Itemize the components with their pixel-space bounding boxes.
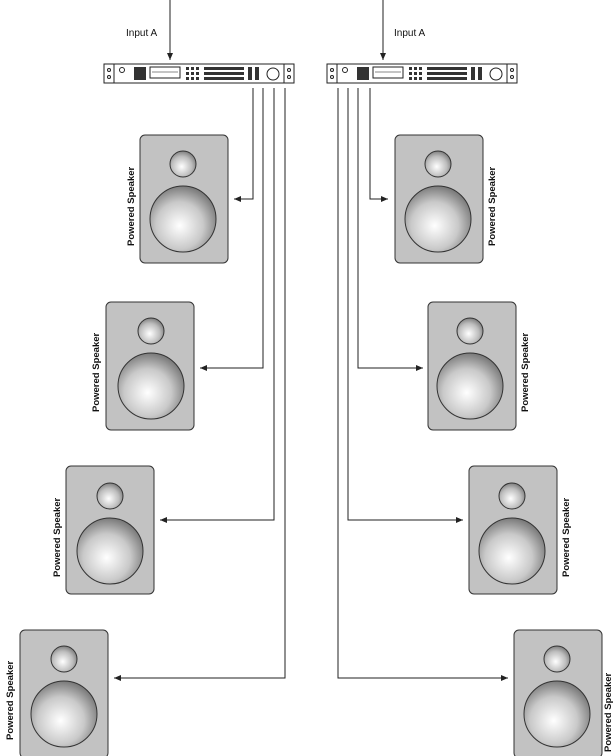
right-speaker-4: Powered Speaker [513, 629, 614, 756]
right-wire-3 [347, 88, 463, 523]
right-speaker-4-label: Powered Speaker [603, 672, 614, 752]
left-chain: Input A [5, 0, 295, 756]
left-speaker-1-label: Powered Speaker [126, 166, 137, 246]
left-input-label: Input A [126, 28, 157, 39]
left-wire-3 [160, 88, 275, 523]
left-speaker-4: Powered Speaker [5, 629, 109, 756]
left-speaker-3: Powered Speaker [52, 465, 155, 595]
right-speaker-3: Powered Speaker [468, 465, 572, 595]
left-processor-unit [103, 63, 295, 84]
right-speaker-1: Powered Speaker [394, 134, 498, 264]
right-speaker-2-label: Powered Speaker [520, 332, 531, 412]
right-speaker-1-label: Powered Speaker [487, 166, 498, 246]
left-wire-2 [200, 88, 264, 371]
right-wire-1 [369, 88, 388, 202]
right-speaker-2: Powered Speaker [427, 301, 531, 431]
left-speaker-2-label: Powered Speaker [91, 332, 102, 412]
right-processor-unit [326, 63, 518, 84]
left-speaker-2: Powered Speaker [91, 301, 195, 431]
right-speaker-3-label: Powered Speaker [561, 497, 572, 577]
left-speaker-3-label: Powered Speaker [52, 497, 63, 577]
right-chain: Input A [326, 0, 614, 756]
right-wire-4 [337, 88, 508, 681]
left-speaker-4-label: Powered Speaker [5, 660, 16, 740]
left-speaker-1: Powered Speaker [126, 134, 229, 264]
right-wire-2 [357, 88, 423, 371]
right-input-label: Input A [394, 28, 425, 39]
left-wire-4 [114, 88, 286, 681]
left-wire-1 [234, 88, 254, 202]
